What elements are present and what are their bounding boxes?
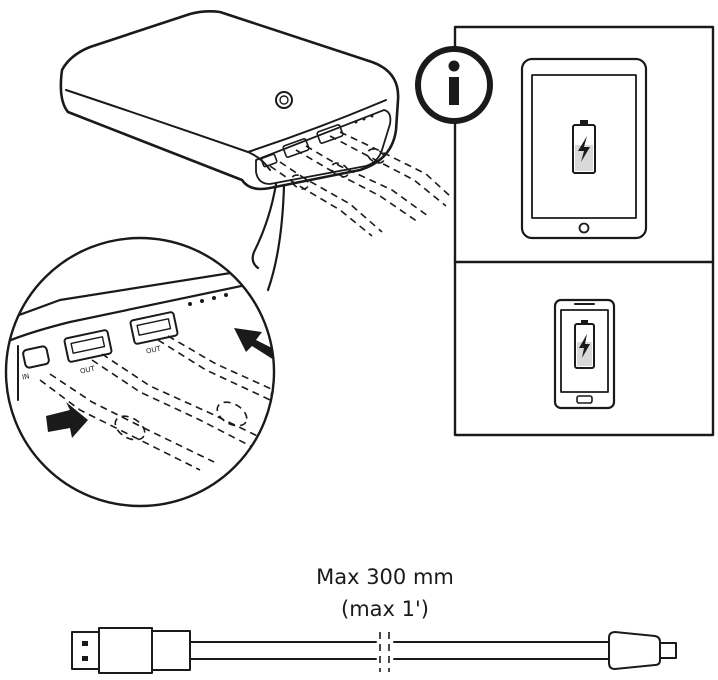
tablet-charging-icon	[520, 57, 648, 240]
usb-a-plug-tip	[71, 631, 100, 670]
power-button	[275, 91, 293, 109]
out-port-2	[129, 311, 179, 345]
in-port-label: IN	[21, 372, 30, 381]
usb-cable	[71, 627, 677, 674]
info-panel	[415, 25, 715, 437]
arrow-out	[234, 328, 274, 360]
top-cables	[269, 131, 451, 237]
cable-max-length-imperial: (max 1')	[341, 597, 429, 621]
phone-charging-icon	[553, 298, 616, 410]
zoom-detail: IN OUT OUT	[4, 236, 276, 508]
zoom-cables	[39, 335, 274, 471]
micro-plug-tip	[659, 642, 677, 659]
info-icon	[415, 46, 493, 124]
in-port	[22, 345, 50, 369]
power-bank-overview	[59, 10, 451, 237]
arrow-in	[46, 402, 88, 438]
out-port-1	[63, 329, 113, 363]
out-port-1-label: OUT	[79, 365, 96, 376]
cable-max-length: Max 300 mm	[316, 565, 454, 589]
out-port-2-label: OUT	[145, 345, 162, 356]
